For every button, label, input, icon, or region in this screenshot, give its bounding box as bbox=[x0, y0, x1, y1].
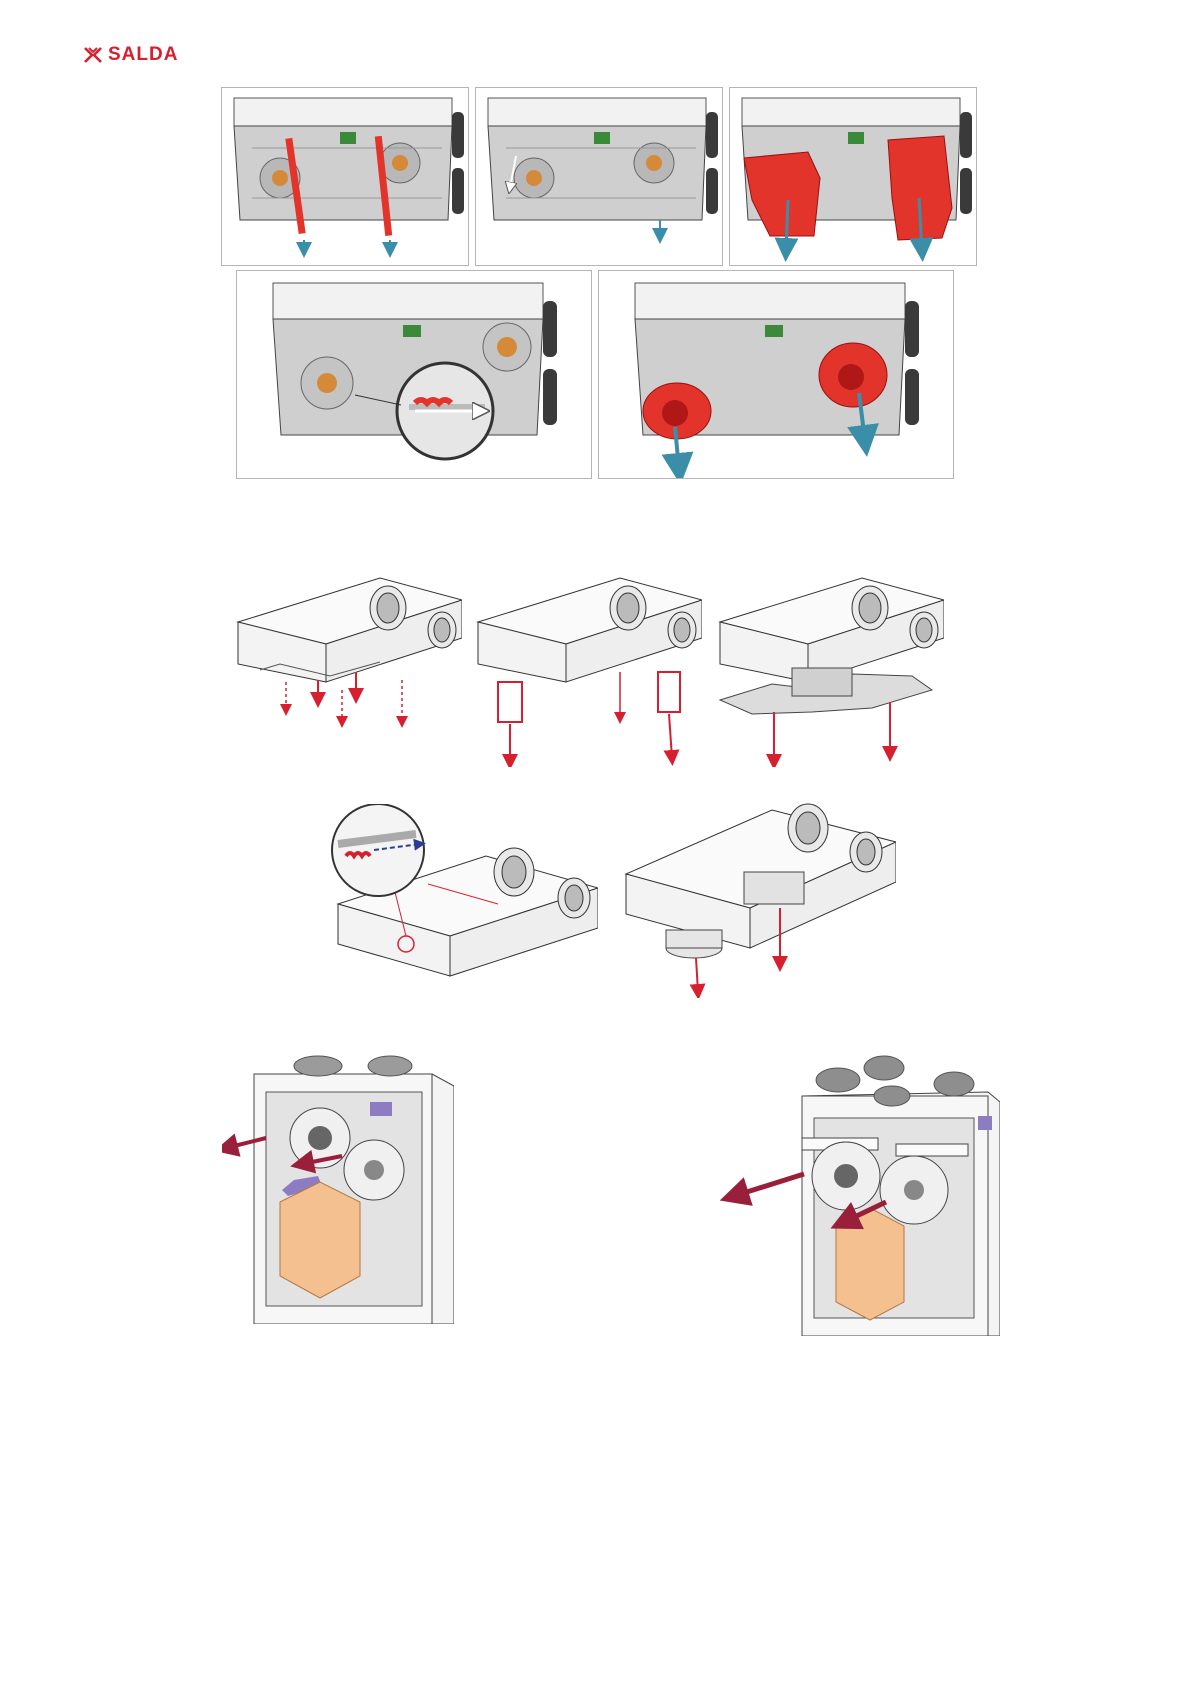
photo-step-3 bbox=[729, 87, 977, 266]
step-1-illustration bbox=[222, 88, 468, 265]
step-2-illustration bbox=[476, 88, 722, 265]
line-step-5 bbox=[620, 778, 896, 998]
photo-step-1 bbox=[221, 87, 469, 266]
step-3-illustration bbox=[730, 88, 976, 265]
vertical-unit-left bbox=[222, 1052, 454, 1324]
vertical-unit-left-illustration bbox=[222, 1052, 454, 1324]
step-4-illustration bbox=[237, 271, 591, 478]
photo-step-4 bbox=[236, 270, 592, 479]
vertical-unit-right-illustration bbox=[708, 1036, 1000, 1336]
line-step-1-illustration bbox=[230, 572, 462, 742]
line-step-4-illustration bbox=[316, 804, 598, 984]
photo-step-5 bbox=[598, 270, 954, 479]
line-step-4 bbox=[316, 804, 598, 984]
line-step-1 bbox=[230, 572, 462, 742]
line-step-2-illustration bbox=[470, 572, 702, 767]
line-step-5-illustration bbox=[620, 778, 896, 998]
line-step-3-illustration bbox=[712, 572, 944, 767]
brand-name: SALDA bbox=[108, 44, 178, 66]
photo-step-2 bbox=[475, 87, 723, 266]
step-5-illustration bbox=[599, 271, 953, 478]
salda-logo-icon bbox=[84, 47, 102, 63]
line-step-3 bbox=[712, 572, 944, 767]
brand-logo: SALDA bbox=[84, 44, 178, 66]
vertical-unit-right bbox=[708, 1036, 1000, 1336]
line-step-2 bbox=[470, 572, 702, 767]
